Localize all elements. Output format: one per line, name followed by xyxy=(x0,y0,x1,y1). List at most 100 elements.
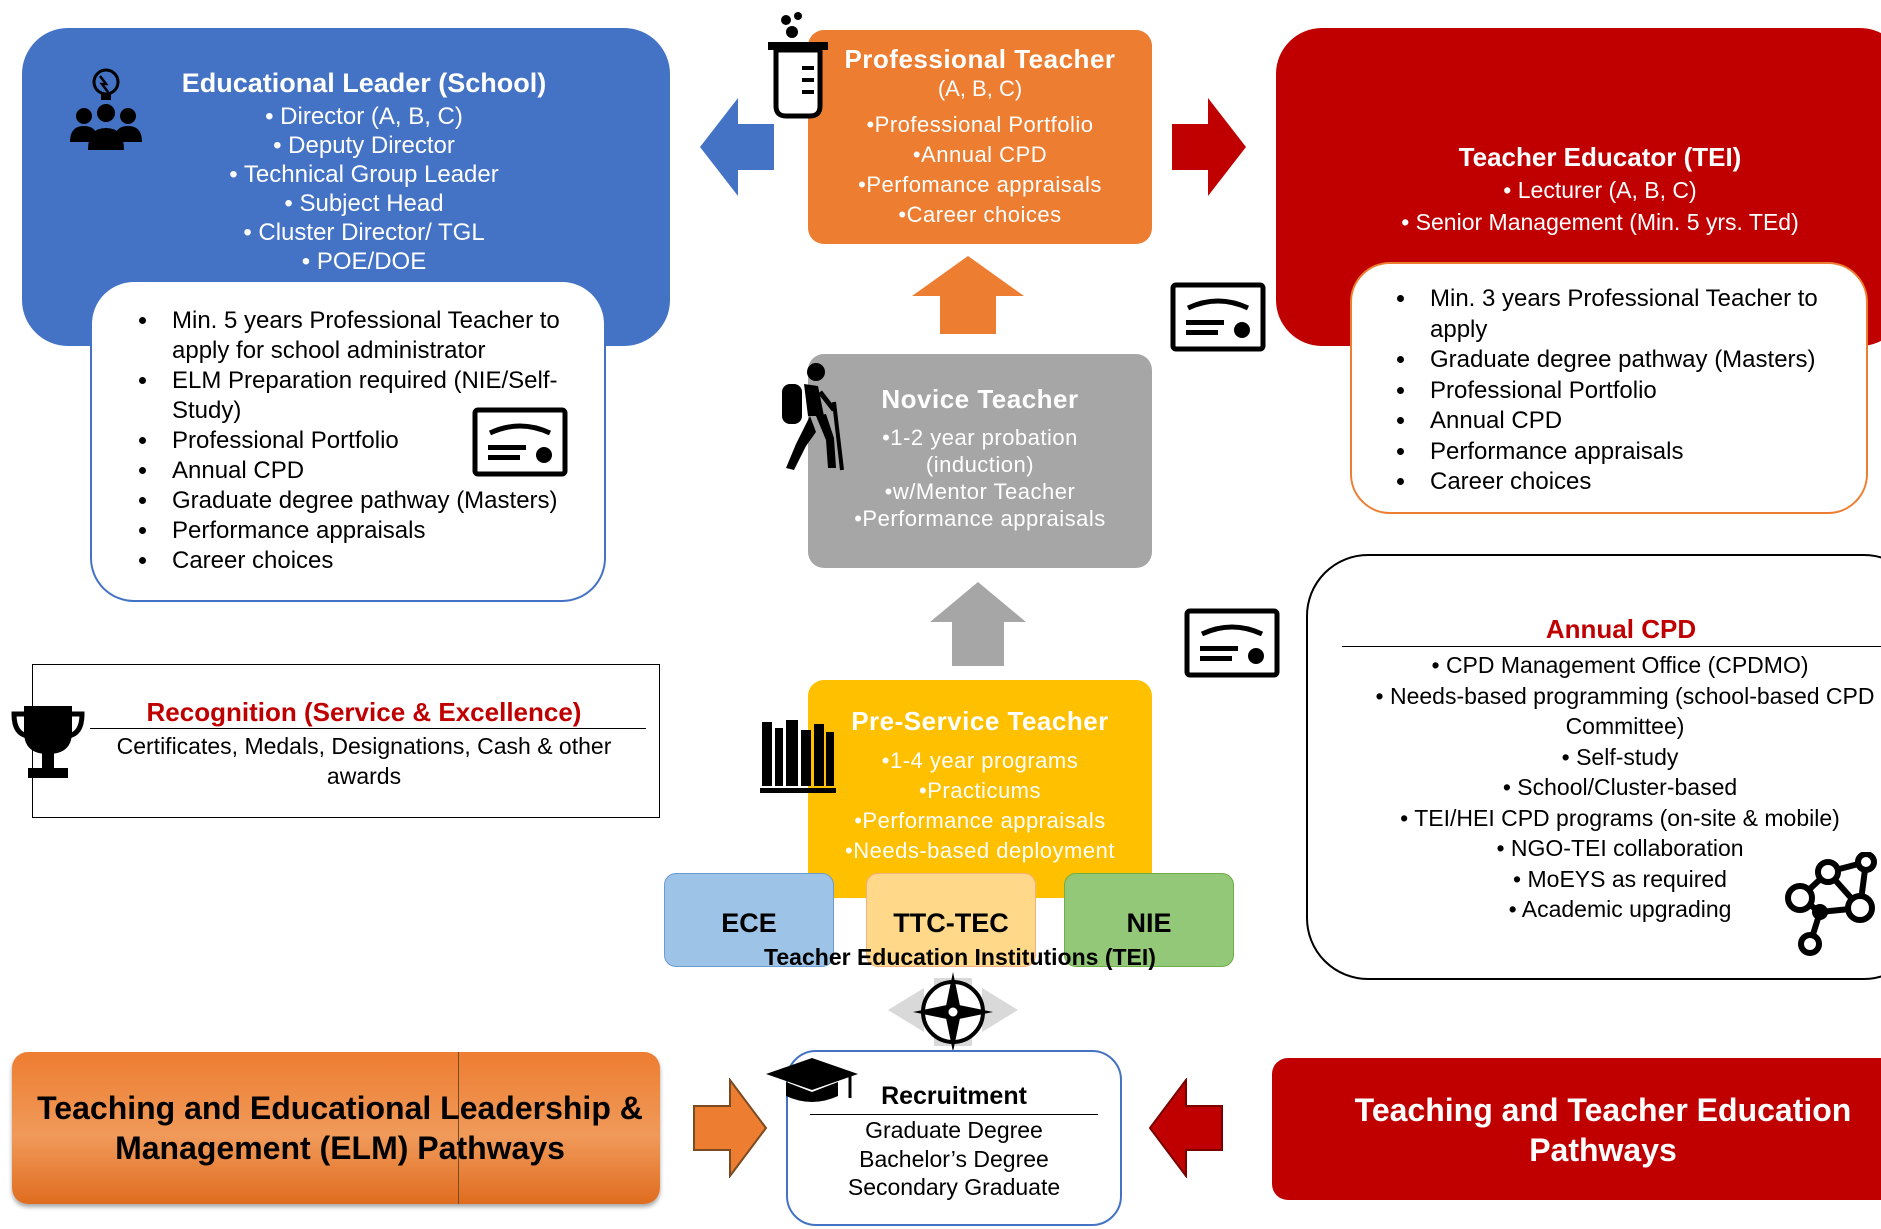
recruitment-divider xyxy=(810,1114,1098,1115)
certificate-icon xyxy=(472,407,568,477)
novice-item: •w/Mentor Teacher xyxy=(884,479,1076,504)
cpd-item-text: NGO-TEI collaboration xyxy=(1510,835,1744,861)
leader-title: Educational Leader (School) xyxy=(181,68,547,98)
leader-role: • Director (A, B, C) xyxy=(265,103,463,130)
educator-requirement: Career choices xyxy=(1418,467,1870,498)
recognition-title: Recognition (Service & Excellence) xyxy=(146,697,582,727)
educator-title: Teacher Educator (TEI) xyxy=(1458,142,1742,172)
preservice-items: •1-4 year programs •Practicums •Performa… xyxy=(808,746,1152,866)
hiker-icon xyxy=(768,362,848,472)
graduation-cap-icon xyxy=(766,1058,858,1106)
cpd-item: • Self-study xyxy=(1561,743,1679,770)
elm-divider xyxy=(458,1052,459,1204)
arrow-right-red xyxy=(1172,98,1246,196)
pre-service-teacher-box xyxy=(808,680,1152,898)
leader-role: • Deputy Director xyxy=(273,132,455,159)
cpd-item: • TEI/HEI CPD programs (on-site & mobile… xyxy=(1400,804,1840,831)
cpd-item-text: Needs-based programming (school-based CP… xyxy=(1389,682,1875,740)
cpd-divider xyxy=(1342,646,1881,647)
cpd-item-text: CPD Management Office (CPDMO) xyxy=(1445,652,1809,678)
educator-requirement: Annual CPD xyxy=(1418,406,1870,437)
leader-role: • Cluster Director/ TGL xyxy=(243,219,485,246)
trophy-icon xyxy=(10,704,86,784)
institution-ece: ECE xyxy=(664,873,834,967)
recruitment-items: Graduate Degree Bachelor’s Degree Second… xyxy=(786,1116,1122,1202)
leader-requirement: Professional Portfolio xyxy=(160,426,600,456)
novice-teacher-box xyxy=(808,354,1152,568)
educator-role: • Lecturer (A, B, C) xyxy=(1503,177,1697,203)
institution-label: TTC-TEC xyxy=(893,908,1009,938)
leader-people-icon xyxy=(60,66,152,158)
cpd-title: Annual CPD xyxy=(1545,614,1697,644)
novice-items: •1-2 year probation (induction) •w/Mento… xyxy=(808,424,1152,532)
professional-item: •Perfomance appraisals xyxy=(858,172,1102,197)
recognition-text: Certificates, Medals, Designations, Cash… xyxy=(116,733,612,789)
leader-requirement: Graduate degree pathway (Masters) xyxy=(160,486,600,516)
cpd-item: • MoEYS as required xyxy=(1513,865,1727,892)
compass-icon xyxy=(888,968,1018,1054)
recruitment-title: Recruitment xyxy=(881,1082,1027,1110)
leader-requirement: Career choices xyxy=(160,546,600,576)
teacher-education-pathways-box xyxy=(1272,1058,1881,1200)
books-icon xyxy=(760,718,836,794)
preservice-item: •1-4 year programs xyxy=(881,748,1079,773)
leader-requirement: ELM Preparation required (NIE/Self-Study… xyxy=(160,366,600,426)
leader-requirement: Min. 5 years Professional Teacher to app… xyxy=(160,306,600,366)
preservice-item: •Practicums xyxy=(919,778,1041,803)
educator-requirement: Min. 3 years Professional Teacher to app… xyxy=(1418,284,1870,345)
educator-requirements: Min. 3 years Professional Teacher to app… xyxy=(1360,284,1870,498)
arrow-left-blue xyxy=(700,98,774,196)
cpd-item: • CPD Management Office (CPDMO) xyxy=(1431,652,1809,678)
educator-role: • Senior Management (Min. 5 yrs. TEd) xyxy=(1401,209,1799,235)
educator-roles: • Lecturer (A, B, C) • Senior Management… xyxy=(1380,174,1820,238)
educator-requirement: Performance appraisals xyxy=(1418,437,1870,468)
arrow-right-orange xyxy=(692,1078,768,1178)
cpd-item-text: Self-study xyxy=(1576,743,1679,770)
cpd-item: • School/Cluster-based xyxy=(1502,774,1738,800)
arrow-up-orange xyxy=(912,256,1024,334)
novice-title: Novice Teacher xyxy=(881,384,1079,414)
preservice-item: •Performance appraisals xyxy=(854,808,1106,833)
teacher-education-pathways-title: Teaching and Teacher Education Pathways xyxy=(1354,1092,1852,1168)
network-icon xyxy=(1780,852,1880,956)
institution-ttc-tec: TTC-TEC xyxy=(866,873,1036,967)
novice-item: •1-2 year probation xyxy=(882,425,1078,450)
cpd-items: • CPD Management Office (CPDMO) • Needs-… xyxy=(1330,650,1881,925)
educator-requirement: Professional Portfolio xyxy=(1418,376,1870,407)
beaker-icon xyxy=(764,10,836,120)
professional-title: Professional Teacher xyxy=(844,44,1116,74)
cpd-item: • Academic upgrading xyxy=(1508,896,1732,922)
annual-cpd-box xyxy=(1306,554,1881,980)
arrow-up-gray xyxy=(930,582,1026,666)
arrow-left-red xyxy=(1148,1078,1224,1178)
recognition-divider xyxy=(90,728,646,729)
cpd-item-text: School/Cluster-based xyxy=(1517,774,1738,800)
professional-items: •Professional Portfolio •Annual CPD •Per… xyxy=(808,110,1152,230)
institution-label: ECE xyxy=(721,908,777,938)
preservice-item: •Needs-based deployment xyxy=(845,838,1115,863)
leader-role: • Technical Group Leader xyxy=(229,161,499,188)
recruitment-item: Bachelor’s Degree xyxy=(859,1145,1049,1172)
novice-item: (induction) xyxy=(925,452,1035,477)
preservice-title: Pre-Service Teacher xyxy=(851,706,1109,736)
professional-item: •Career choices xyxy=(898,202,1062,227)
institutions-label: Teacher Education Institutions (TEI) xyxy=(764,944,1156,970)
institution-nie: NIE xyxy=(1064,873,1234,967)
recruitment-item: Secondary Graduate xyxy=(847,1174,1061,1200)
professional-item: •Professional Portfolio xyxy=(866,112,1094,137)
leader-requirements: Min. 5 years Professional Teacher to app… xyxy=(100,306,600,576)
elm-pathways-box xyxy=(12,1052,660,1204)
leader-requirement: Performance appraisals xyxy=(160,516,600,546)
leader-roles: • Director (A, B, C) • Deputy Director •… xyxy=(160,102,568,276)
cpd-item-text: Academic upgrading xyxy=(1521,896,1732,922)
certificate-icon xyxy=(1170,282,1266,352)
cpd-item-text: TEI/HEI CPD programs (on-site & mobile) xyxy=(1414,804,1840,831)
recruitment-item: Graduate Degree xyxy=(865,1117,1043,1143)
leader-requirement: Annual CPD xyxy=(160,456,600,486)
professional-subtitle: (A, B, C) xyxy=(937,76,1023,101)
cpd-item-text: MoEYS as required xyxy=(1527,865,1727,892)
novice-item: •Performance appraisals xyxy=(854,506,1106,531)
cpd-item: • Needs-based programming (school-based … xyxy=(1375,682,1875,740)
certificate-icon xyxy=(1184,608,1280,678)
leader-role: • Subject Head xyxy=(284,190,444,217)
